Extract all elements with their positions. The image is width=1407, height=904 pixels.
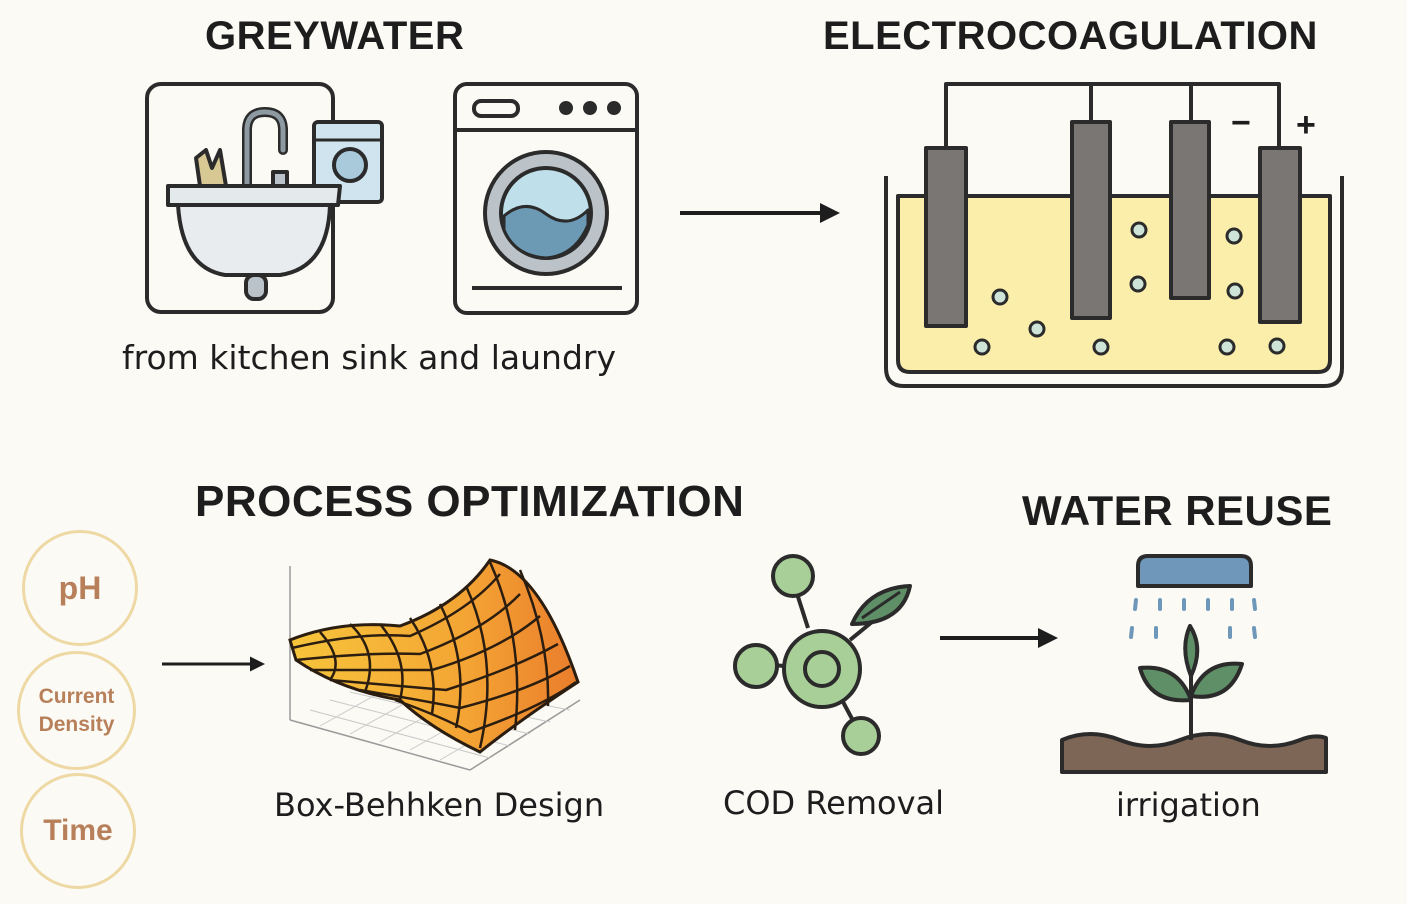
response-surface-icon: [288, 558, 581, 771]
negative-terminal-label: −: [1231, 104, 1251, 142]
factor-current-density: Current Density: [17, 651, 136, 770]
design-caption: Box-Behhken Design: [274, 786, 605, 824]
irrigation-caption: irrigation: [1116, 786, 1261, 824]
molecule-icon: [733, 554, 912, 756]
factor-ph: pH: [22, 530, 138, 646]
electrocoagulation-tank-icon: [884, 82, 1344, 388]
washing-machine-icon: [453, 82, 639, 315]
factor-time: Time: [20, 773, 136, 889]
electrocoagulation-title: ELECTROCOAGULATION: [823, 14, 1318, 58]
sink-icon: [145, 82, 384, 314]
greywater-title: GREYWATER: [205, 14, 465, 58]
process-optimization-title: PROCESS OPTIMIZATION: [195, 477, 745, 526]
cod-caption: COD Removal: [723, 784, 945, 822]
water-reuse-title: WATER REUSE: [1022, 487, 1333, 534]
source-caption: from kitchen sink and laundry: [122, 338, 616, 377]
sprinkler-plant-icon: [1060, 554, 1328, 774]
positive-terminal-label: +: [1296, 106, 1316, 144]
